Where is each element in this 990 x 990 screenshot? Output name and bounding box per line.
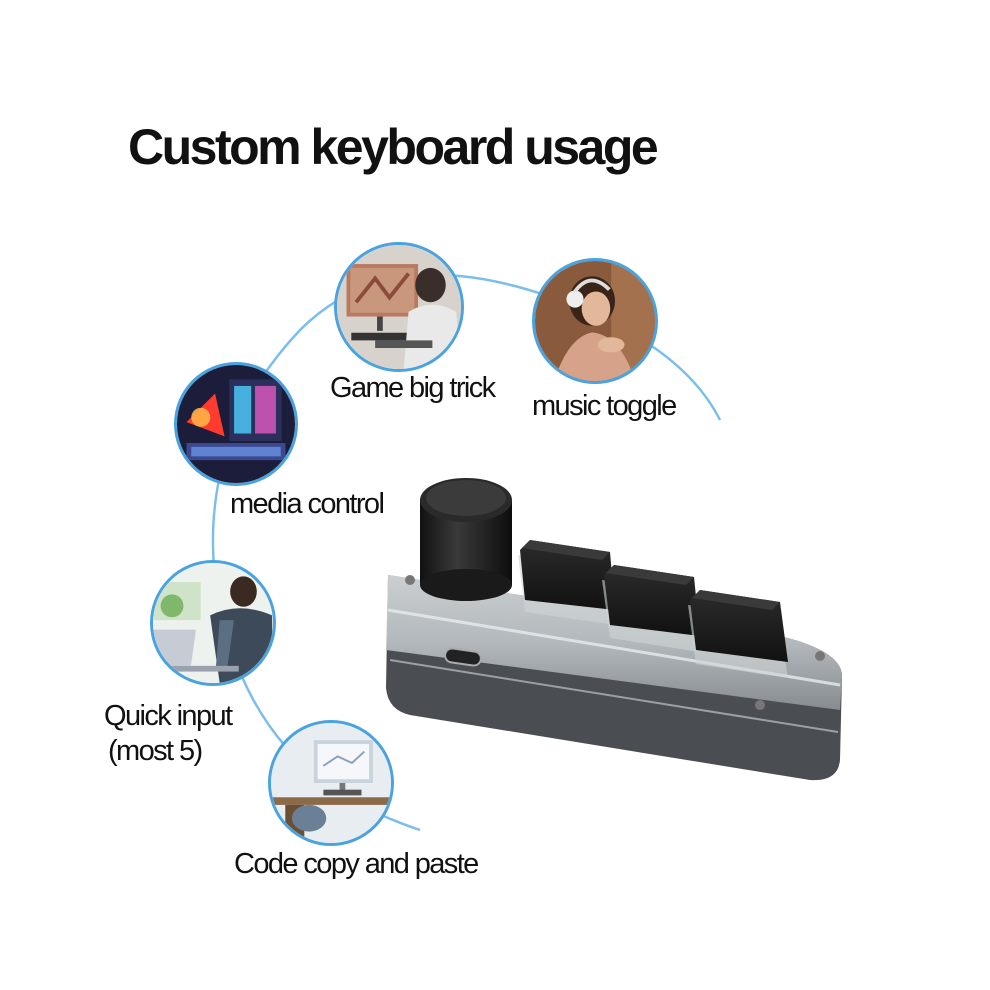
headphones-listener-icon [532, 258, 658, 384]
macro-keypad-device [386, 478, 842, 781]
desk-computer-icon [268, 720, 394, 846]
gaming-scene-icon [334, 242, 464, 372]
label-media-control: media control [230, 488, 385, 520]
label-game-big-trick: Game big trick [330, 372, 496, 404]
rgb-pc-setup-icon [174, 362, 298, 486]
label-code-copy-paste: Code copy and paste [234, 848, 479, 880]
label-quick-input-limit: (most 5) [108, 735, 203, 767]
page-title: Custom keyboard usage [128, 119, 659, 175]
label-music-toggle: music toggle [532, 390, 677, 422]
label-quick-input: Quick input [104, 700, 233, 732]
laptop-typing-icon [150, 560, 276, 686]
